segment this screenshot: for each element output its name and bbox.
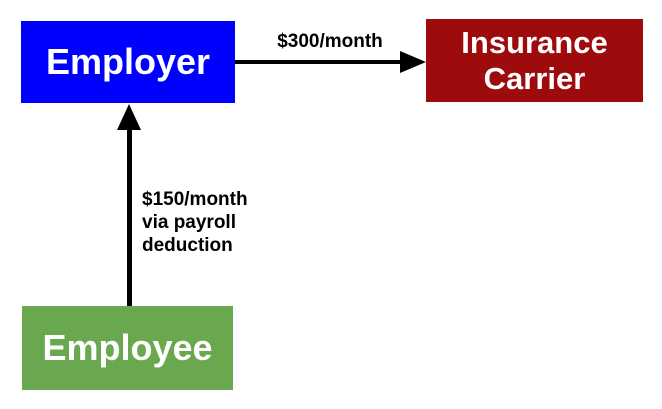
arrowhead-right-icon	[400, 51, 426, 73]
edge-employee-to-employer-line	[127, 128, 132, 306]
edge-label-line-2: via payroll	[142, 212, 236, 233]
node-employer-label: Employer	[45, 41, 211, 82]
arrowhead-up-icon	[117, 104, 141, 130]
node-employee-label: Employee	[42, 327, 213, 368]
node-employer: Employer	[21, 21, 235, 103]
node-employee: Employee	[22, 306, 233, 390]
edge-label-line-3: deduction	[142, 235, 233, 256]
edge-label-line-1: $150/month	[142, 189, 248, 210]
edge-employer-to-carrier-label: $300/month	[277, 31, 383, 52]
edge-employer-to-carrier-line	[235, 60, 402, 64]
edge-employee-to-employer-label: $150/month via payroll deduction	[142, 188, 248, 257]
node-insurance-carrier-label: Insurance Carrier	[461, 24, 608, 96]
node-insurance-carrier: Insurance Carrier	[426, 19, 643, 102]
